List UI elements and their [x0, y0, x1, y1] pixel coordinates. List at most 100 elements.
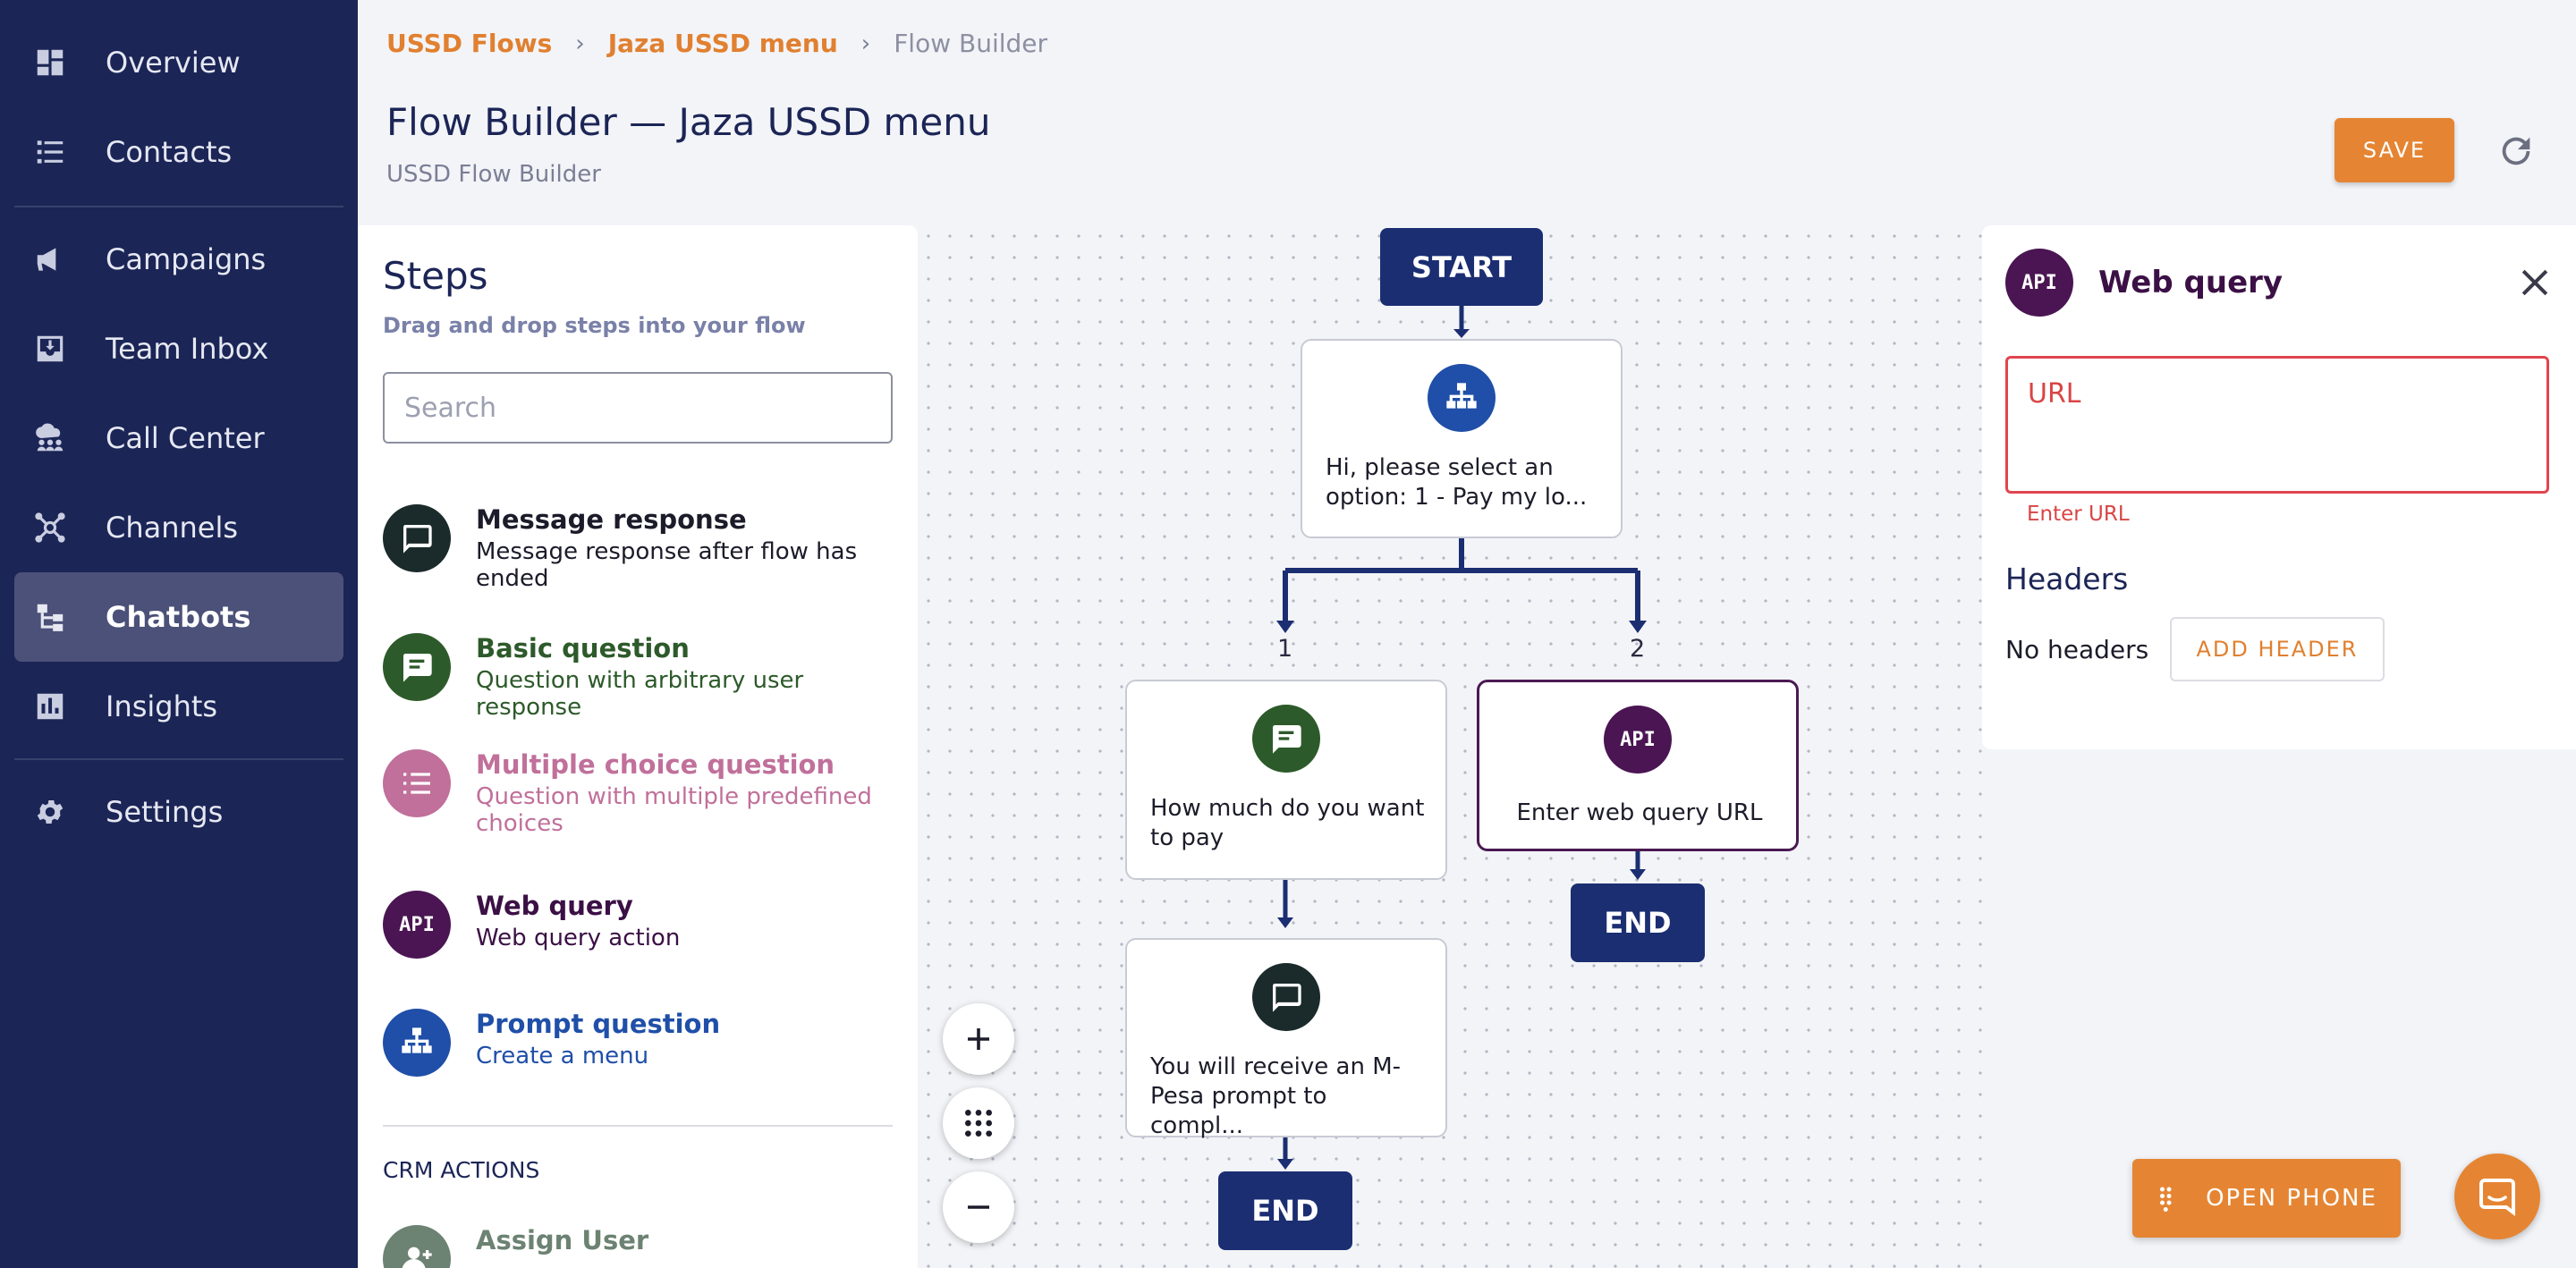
steps-subtitle: Drag and drop steps into your flow — [383, 313, 806, 338]
node-text: You will receive an M-Pesa prompt to com… — [1150, 1053, 1402, 1139]
flow-canvas[interactable]: START Hi, please select an option: 1 - P… — [918, 225, 1982, 1268]
sidebar-item-overview[interactable]: Overview — [14, 18, 343, 107]
sidebar-item-chatbots[interactable]: Chatbots — [14, 572, 343, 662]
megaphone-icon — [32, 241, 68, 277]
dashboard-icon — [32, 45, 68, 80]
headers-heading: Headers — [2005, 562, 2129, 596]
step-basic-question[interactable]: Basic question Question with arbitrary u… — [383, 633, 902, 721]
sidebar-item-settings[interactable]: Settings — [14, 767, 343, 857]
sidebar-item-team-inbox[interactable]: Team Inbox — [14, 304, 343, 393]
dialpad-icon — [2160, 1187, 2172, 1212]
no-headers-text: No headers — [2005, 635, 2149, 664]
step-title: Prompt question — [476, 1009, 721, 1039]
plus-icon — [968, 1028, 989, 1050]
save-button[interactable]: SAVE — [2334, 118, 2454, 182]
api-badge: API — [399, 913, 435, 936]
fit-view-button[interactable] — [943, 1087, 1014, 1159]
node-text: Enter web query URL — [1516, 799, 1763, 826]
sidebar-item-campaigns[interactable]: Campaigns — [14, 215, 343, 304]
prompt-node[interactable]: Hi, please select an option: 1 - Pay my … — [1301, 339, 1623, 538]
sidebar-item-label: Contacts — [106, 135, 233, 169]
api-badge: API — [1620, 728, 1656, 751]
open-phone-label: OPEN PHONE — [2206, 1185, 2377, 1212]
step-description: Message response after flow has ended — [476, 538, 858, 592]
sidebar-item-insights[interactable]: Insights — [14, 662, 343, 751]
sidebar-item-label: Overview — [106, 46, 241, 80]
close-icon — [2521, 269, 2548, 296]
step-prompt-question[interactable]: Prompt question Create a menu — [383, 1009, 902, 1080]
step-description: Create a menu — [476, 1043, 649, 1069]
message-icon — [383, 633, 451, 701]
zoom-out-button[interactable] — [943, 1171, 1014, 1243]
hub-icon — [32, 510, 68, 545]
divider — [383, 1125, 893, 1127]
dots-grid-icon — [965, 1110, 992, 1137]
node-text: Hi, please select an option: 1 - Pay my … — [1326, 454, 1588, 511]
web-query-panel: API Web query URL Enter URL Headers No h… — [1982, 225, 2576, 749]
start-node[interactable]: START — [1380, 228, 1543, 306]
step-web-query[interactable]: API Web query Web query action — [383, 891, 902, 962]
message-node[interactable]: You will receive an M-Pesa prompt to com… — [1125, 938, 1447, 1139]
sidebar-item-label: Campaigns — [106, 242, 267, 276]
sidebar-divider — [14, 758, 343, 760]
url-error-text: Enter URL — [2027, 503, 2130, 526]
step-description: Web query action — [476, 925, 681, 951]
url-field[interactable]: URL — [2005, 356, 2549, 494]
step-title: Multiple choice question — [476, 749, 835, 780]
zoom-in-button[interactable] — [943, 1003, 1014, 1075]
steps-title: Steps — [383, 254, 488, 298]
api-badge: API — [2021, 271, 2057, 294]
breadcrumb-separator: › — [575, 30, 585, 57]
sidebar-item-channels[interactable]: Channels — [14, 483, 343, 572]
breadcrumb-jaza-menu[interactable]: Jaza USSD menu — [607, 29, 838, 58]
branch-label: 2 — [1630, 635, 1646, 663]
gear-icon — [32, 794, 68, 830]
step-title: Assign User — [476, 1225, 649, 1255]
inbox-icon — [32, 331, 68, 367]
sidebar-item-contacts[interactable]: Contacts — [14, 107, 343, 197]
list-icon — [383, 749, 451, 817]
refresh-icon — [2502, 137, 2530, 165]
step-message-response[interactable]: Message response Message response after … — [383, 504, 902, 594]
breadcrumb-separator: › — [860, 30, 871, 57]
search-input[interactable] — [383, 372, 893, 444]
step-title: Message response — [476, 504, 747, 535]
chat-launcher-button[interactable] — [2454, 1154, 2540, 1239]
list-icon — [32, 134, 68, 170]
url-field-label: URL — [2028, 378, 2081, 410]
step-description: Question with multiple predefined choice… — [476, 783, 872, 837]
sidebar-item-label: Settings — [106, 795, 224, 829]
add-header-button[interactable]: ADD HEADER — [2170, 617, 2385, 681]
sidebar-item-label: Channels — [106, 511, 239, 545]
end-node[interactable]: END — [1571, 883, 1705, 962]
message-icon — [1252, 705, 1320, 773]
chat-bubble-icon — [383, 504, 451, 572]
sidebar-item-label: Insights — [106, 689, 218, 723]
user-add-icon — [383, 1225, 451, 1268]
web-query-node[interactable]: API Enter web query URL — [1477, 680, 1799, 851]
step-multiple-choice[interactable]: Multiple choice question Question with m… — [383, 749, 902, 839]
sidebar-item-call-center[interactable]: Call Center — [14, 393, 343, 483]
step-title: Web query — [476, 891, 633, 921]
breadcrumb-ussd-flows[interactable]: USSD Flows — [386, 29, 553, 58]
sidebar-divider — [14, 206, 343, 207]
bar-chart-icon — [32, 689, 68, 724]
step-assign-user[interactable]: Assign User — [383, 1225, 902, 1268]
api-icon: API — [1604, 706, 1672, 773]
open-phone-button[interactable]: OPEN PHONE — [2132, 1159, 2401, 1238]
minus-icon — [968, 1205, 989, 1209]
page-title: Flow Builder — Jaza USSD menu — [386, 100, 991, 144]
refresh-button[interactable] — [2496, 131, 2537, 172]
sitemap-icon — [1428, 364, 1496, 432]
flow-connectors — [1276, 306, 1647, 1170]
crm-actions-heading: CRM ACTIONS — [383, 1157, 540, 1183]
chat-bubble-icon — [1252, 963, 1320, 1031]
step-description: Question with arbitrary user response — [476, 667, 804, 721]
page-subtitle: USSD Flow Builder — [386, 161, 601, 188]
cloud-users-icon — [32, 420, 68, 456]
sidebar-item-label: Team Inbox — [106, 332, 269, 366]
question-node[interactable]: How much do you want to pay — [1125, 680, 1447, 880]
end-node[interactable]: END — [1218, 1171, 1352, 1250]
branch-label: 1 — [1277, 635, 1293, 663]
close-button[interactable] — [2515, 263, 2555, 302]
